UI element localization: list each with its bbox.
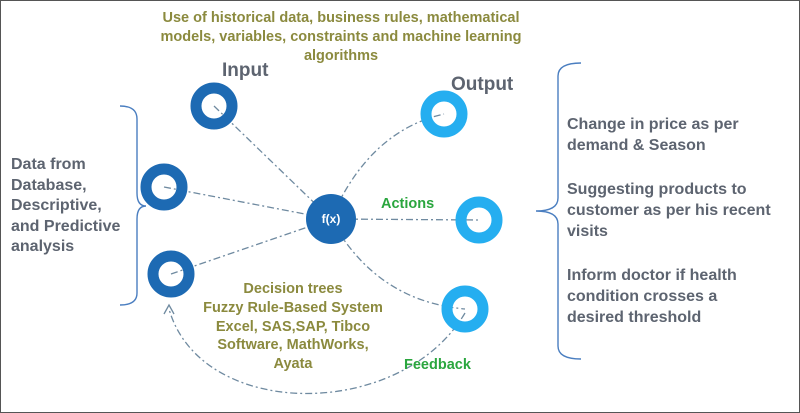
output-item-line: Inform doctor if health: [567, 267, 737, 284]
connector-fx-output2: [330, 218, 480, 221]
function-label: f(x): [321, 212, 341, 226]
feedback-arrowhead: [163, 303, 175, 315]
left-bracket: [119, 105, 147, 306]
tools-list: Decision trees Fuzzy Rule-Based System E…: [181, 280, 405, 374]
tools-line: Decision trees: [243, 281, 343, 297]
top-note-line: algorithms: [303, 48, 379, 64]
output-item-line: condition crosses a: [567, 288, 718, 305]
top-note: Use of historical data, business rules, …: [131, 9, 551, 66]
output-node-3: [441, 285, 489, 333]
input-description-line: and Predictive: [11, 217, 121, 235]
input-description-line: analysis: [11, 238, 75, 255]
input-node-3: [147, 250, 195, 298]
output-item-line: Change in price as per: [567, 116, 739, 133]
output-node-1: [420, 90, 468, 138]
output-item-line: demand & Season: [567, 137, 706, 154]
output-node-2: [455, 196, 503, 244]
output-item-line: Suggesting products to: [567, 181, 747, 198]
connector-input2-fx: [163, 186, 332, 220]
top-note-line: models, variables, constraints and machi…: [160, 29, 522, 45]
connector-input1-fx: [213, 105, 332, 220]
actions-label: Actions: [381, 196, 435, 212]
output-item-line: visits: [567, 223, 608, 240]
input-label: Input: [222, 60, 269, 81]
feedback-label: Feedback: [404, 357, 471, 373]
input-description-line: Data from: [11, 156, 86, 173]
function-node: [306, 194, 356, 244]
input-description-line: Descriptive,: [11, 197, 102, 214]
tools-line: Ayata: [273, 356, 313, 373]
top-note-line: Use of historical data, business rules, …: [162, 10, 520, 26]
right-bracket: [535, 62, 582, 360]
output-item-line: desired threshold: [567, 309, 702, 326]
output-item-price: Change in price as per demand & Season: [567, 114, 739, 156]
output-label: Output: [451, 74, 514, 95]
tools-line: Fuzzy Rule-Based System: [203, 299, 383, 316]
input-node-1: [190, 82, 238, 130]
connector-input3-fx: [170, 218, 332, 275]
tools-line: Software, MathWorks,: [217, 337, 369, 354]
tools-line: Excel, SAS,SAP, Tibco: [215, 318, 371, 335]
connector-feedback-loop: [168, 308, 466, 395]
output-item-line: customer as per his recent: [567, 202, 771, 219]
input-description-line: Database,: [11, 176, 87, 194]
output-item-health: Inform doctor if health condition crosse…: [567, 265, 737, 328]
output-item-products: Suggesting products to customer as per h…: [567, 179, 771, 242]
input-description: Data from Database, Descriptive, and Pre…: [11, 155, 120, 258]
input-node-2: [140, 163, 188, 211]
